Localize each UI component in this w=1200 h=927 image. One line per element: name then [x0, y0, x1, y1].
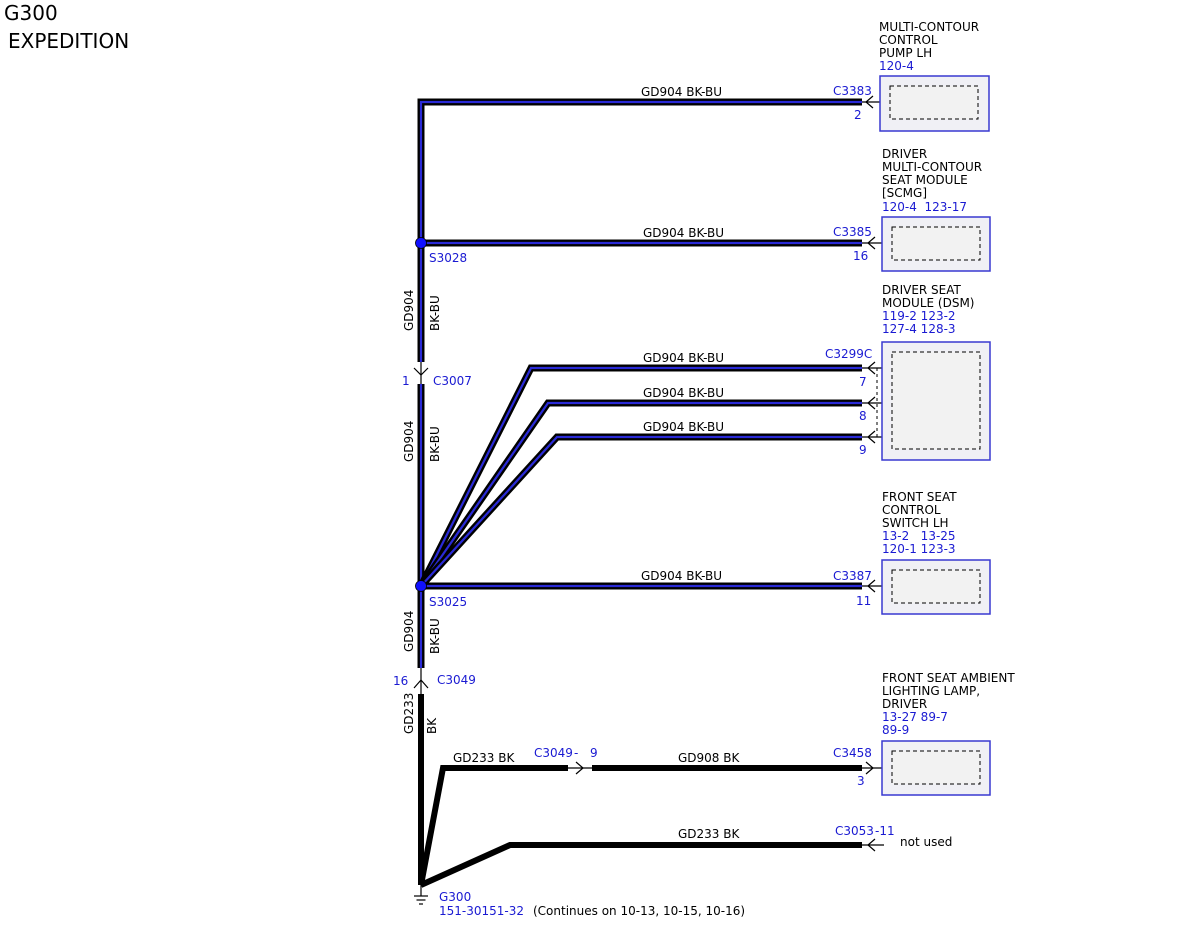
c3299c-pin-9: 9 — [859, 443, 867, 457]
c3387-pin: 11 — [856, 594, 871, 608]
c3007-pin: 1 — [402, 374, 410, 388]
splice-s3028-dot — [415, 237, 427, 249]
hlabel-gd908: GD908 BK — [678, 751, 740, 765]
c3053-not-used: not used — [900, 835, 952, 849]
c3383-pin: 2 — [854, 108, 862, 122]
hlabel-gd233-lamp: GD233 BK — [453, 751, 515, 765]
vlabel-bkbu-c: BK-BU — [428, 618, 442, 654]
component-dsm-inner — [891, 351, 981, 450]
ground-name: G300 — [439, 890, 471, 904]
pump-line-2: CONTROL — [879, 33, 938, 47]
component-lamp-inner — [891, 750, 981, 785]
c3053-pin: -11 — [875, 824, 895, 838]
scmg-line-3: SEAT MODULE — [882, 173, 968, 187]
lamp-ref-2: 89-9 — [882, 723, 909, 737]
c3299c-pin-8: 8 — [859, 409, 867, 423]
connector-c3007-symbol — [413, 362, 429, 384]
c3007-label: C3007 — [433, 374, 472, 388]
ground-title: G300 — [4, 1, 58, 25]
vlabel-gd233: GD233 — [402, 693, 416, 734]
switch-ref-2: 120-1 123-3 — [882, 542, 956, 556]
splice-s3025-label: S3025 — [429, 595, 467, 609]
c3299c-pin-7: 7 — [859, 375, 867, 389]
c3053-label: C3053 — [835, 824, 874, 838]
ground-continues-note: (Continues on 10-13, 10-15, 10-16) — [533, 904, 745, 918]
dsm-ref-2: 127-4 128-3 — [882, 322, 956, 336]
scmg-line-2: MULTI-CONTOUR — [882, 160, 982, 174]
c3385-label: C3385 — [833, 225, 872, 239]
splice-s3025-dot — [415, 580, 427, 592]
scmg-ref-1: 120-4 123-17 — [882, 200, 967, 214]
vlabel-bk: BK — [425, 717, 439, 734]
component-scmg-inner — [891, 226, 981, 261]
switch-line-2: CONTROL — [882, 503, 941, 517]
ground-icon — [414, 885, 428, 905]
ground-ref: 151-30151-32 — [439, 904, 524, 918]
c3049-pin: 16 — [393, 674, 408, 688]
c3049-inline-dash: - — [574, 746, 578, 760]
lamp-line-2: LIGHTING LAMP, — [882, 684, 980, 698]
vlabel-bkbu-b: BK-BU — [428, 426, 442, 462]
wire-bk-group — [418, 694, 862, 888]
lamp-line-1: FRONT SEAT AMBIENT — [882, 671, 1015, 685]
scmg-line-1: DRIVER — [882, 147, 927, 161]
hlabel-c3299c-7: GD904 BK-BU — [643, 351, 724, 365]
scmg-line-4: [SCMG] — [882, 186, 927, 200]
hlabel-c3385: GD904 BK-BU — [643, 226, 724, 240]
pump-line-3: PUMP LH — [879, 46, 932, 60]
c3385-pin: 16 — [853, 249, 868, 263]
hlabel-c3299c-9: GD904 BK-BU — [643, 420, 724, 434]
hlabel-c3387: GD904 BK-BU — [641, 569, 722, 583]
splice-s3028-label: S3028 — [429, 251, 467, 265]
c3383-label: C3383 — [833, 84, 872, 98]
lamp-ref-1: 13-27 89-7 — [882, 710, 948, 724]
dsm-line-2: MODULE (DSM) — [882, 296, 974, 310]
vlabel-gd904-a: GD904 — [402, 290, 416, 331]
c3049-inline-label: C3049 — [534, 746, 573, 760]
dsm-ref-1: 119-2 123-2 — [882, 309, 956, 323]
pump-line-1: MULTI-CONTOUR — [879, 20, 979, 34]
c3387-label: C3387 — [833, 569, 872, 583]
c3299c-label: C3299C — [825, 347, 872, 361]
c3049-label: C3049 — [437, 673, 476, 687]
vlabel-gd904-c: GD904 — [402, 611, 416, 652]
switch-ref-1: 13-2 13-25 — [882, 529, 956, 543]
switch-line-3: SWITCH LH — [882, 516, 949, 530]
dsm-line-1: DRIVER SEAT — [882, 283, 962, 297]
vlabel-gd904-b: GD904 — [402, 421, 416, 462]
connector-c3049-symbol — [413, 668, 429, 694]
c3049-inline-pin: 9 — [590, 746, 598, 760]
hlabel-c3383: GD904 BK-BU — [641, 85, 722, 99]
model-title: EXPEDITION — [8, 29, 129, 53]
hlabel-gd233-unused: GD233 BK — [678, 827, 740, 841]
c3458-label: C3458 — [833, 746, 872, 760]
c3458-pin: 3 — [857, 774, 865, 788]
pump-ref-1: 120-4 — [879, 59, 914, 73]
vlabel-bkbu-a: BK-BU — [428, 295, 442, 331]
hlabel-c3299c-8: GD904 BK-BU — [643, 386, 724, 400]
wire-gd904-bkbu-group — [417, 98, 862, 668]
component-pump-inner — [889, 85, 979, 120]
switch-line-1: FRONT SEAT — [882, 490, 957, 504]
lamp-line-3: DRIVER — [882, 697, 927, 711]
component-switch-inner — [891, 569, 981, 604]
connector-c3049-inline-symbol — [568, 761, 592, 775]
